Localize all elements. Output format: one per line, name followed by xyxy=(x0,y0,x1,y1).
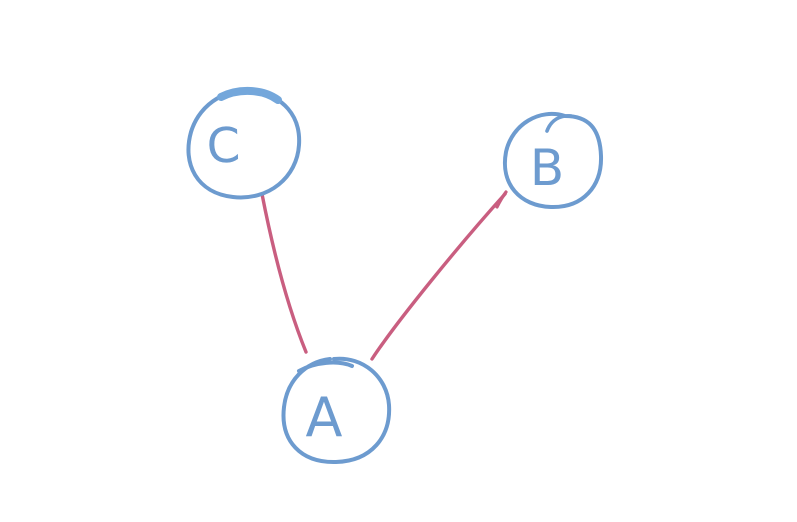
edge-a-b-arrow-tip xyxy=(495,190,508,209)
edge-a-b xyxy=(370,192,507,361)
node-b: B xyxy=(502,111,604,210)
node-c-label: C xyxy=(206,117,241,174)
node-c: C xyxy=(186,87,302,200)
node-b-label: B xyxy=(530,139,564,197)
node-a-label: A xyxy=(306,386,343,449)
node-b-pen-flick xyxy=(545,114,573,133)
node-a-circle xyxy=(281,356,392,465)
edge-c-a xyxy=(260,192,308,354)
node-a-top-overlap xyxy=(297,360,354,373)
node-c-top-cap xyxy=(217,87,282,104)
node-c-circle xyxy=(186,88,302,200)
node-b-circle xyxy=(502,111,604,210)
node-a: A xyxy=(281,356,392,465)
